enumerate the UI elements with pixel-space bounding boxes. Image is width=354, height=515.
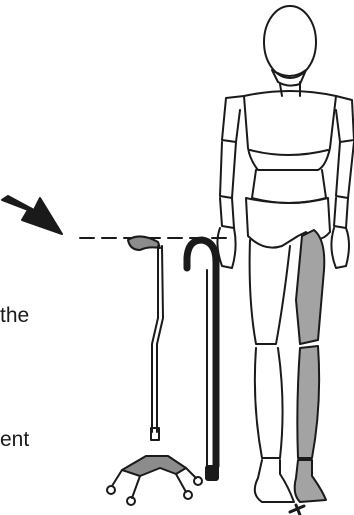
- mannequin-figure: [217, 6, 354, 515]
- highlighted-leg: [295, 230, 326, 502]
- quad-cane-icon: [107, 236, 202, 505]
- standard-cane-icon: [187, 240, 218, 480]
- text-fragment-ent: ent: [0, 428, 29, 452]
- text-fragment-the: the: [0, 304, 29, 328]
- arrow-icon: [2, 196, 62, 234]
